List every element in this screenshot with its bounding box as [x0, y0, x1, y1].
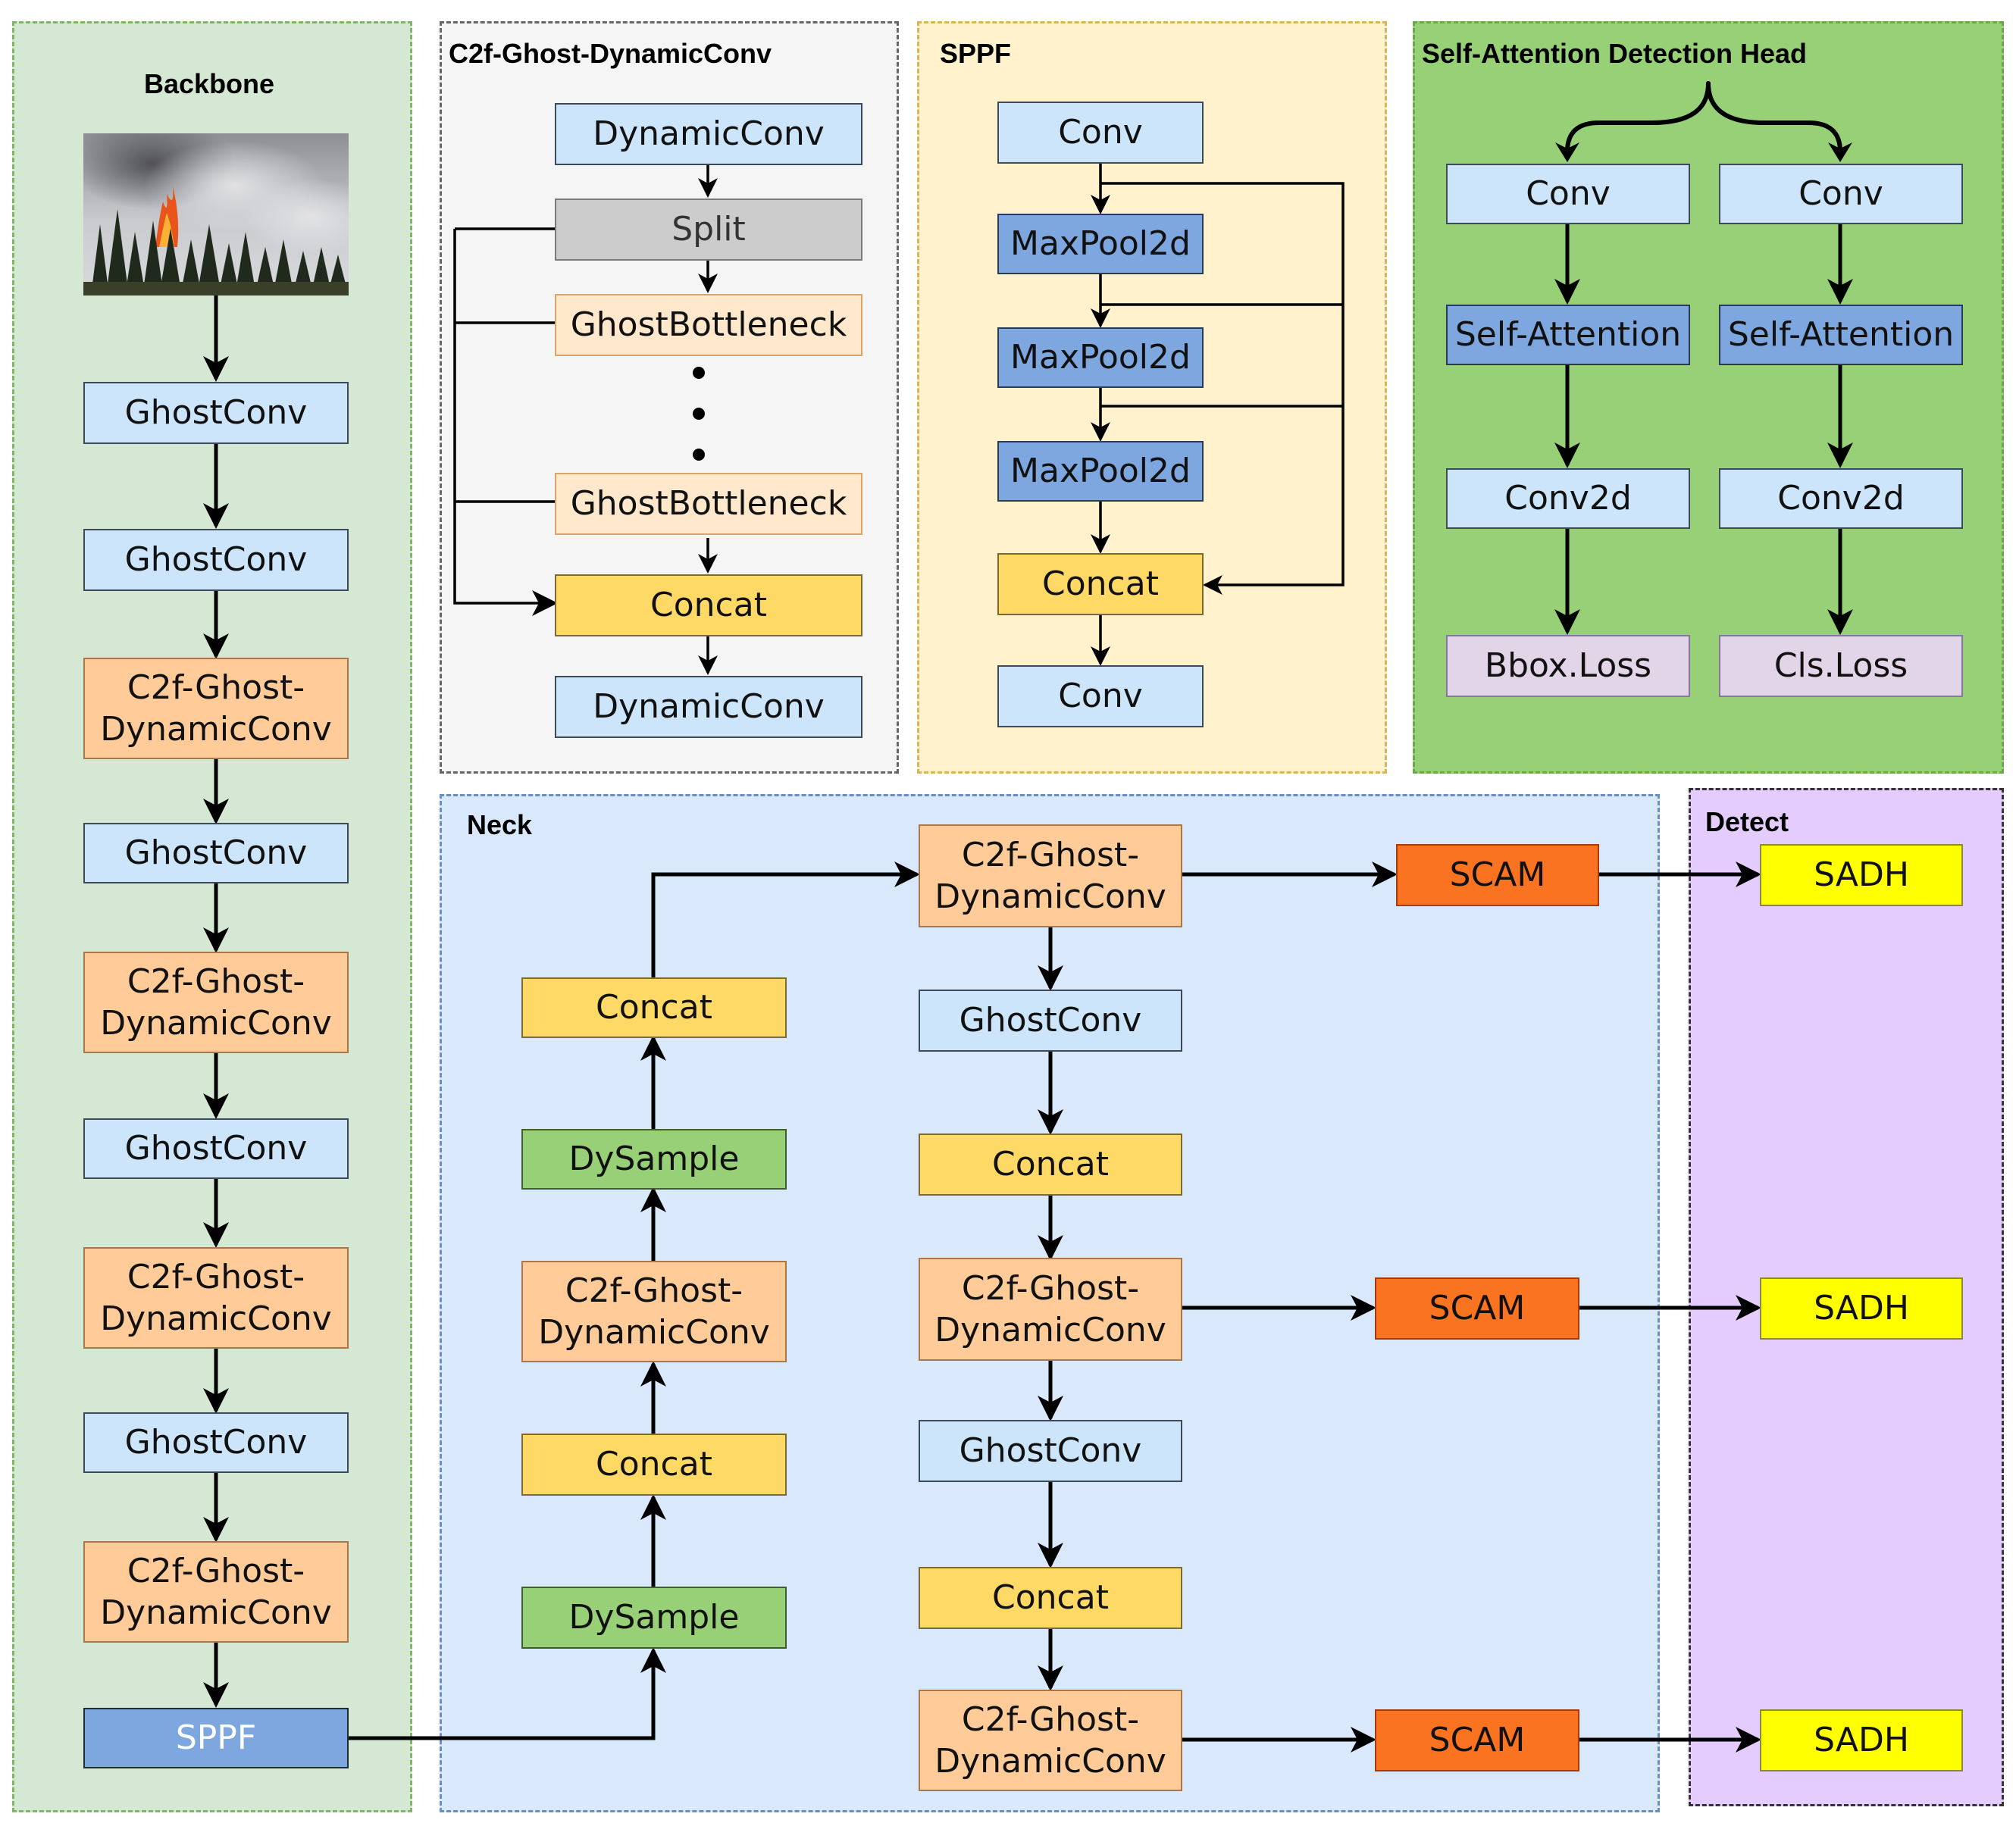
- backbone-sppf: SPPF: [83, 1708, 349, 1768]
- neck-concat-high: Concat: [521, 977, 787, 1038]
- neck-scam-3: SCAM: [1375, 1709, 1579, 1771]
- ellipsis-dot: [693, 449, 705, 461]
- neck-ghostconv-1: GhostConv: [919, 990, 1182, 1052]
- backbone-c2f-1: C2f-Ghost- DynamicConv: [83, 658, 349, 759]
- backbone-ghostconv-1: GhostConv: [83, 382, 349, 444]
- backbone-ghostconv-5: GhostConv: [83, 1412, 349, 1473]
- sppf-maxpool-3: MaxPool2d: [997, 441, 1204, 502]
- forest-fire-image: [83, 133, 349, 295]
- neck-concat-low: Concat: [521, 1434, 787, 1496]
- c2f-concat: Concat: [555, 574, 862, 636]
- neck-c2f-bottom: C2f-Ghost- DynamicConv: [919, 1690, 1182, 1791]
- neck-title: Neck: [467, 809, 533, 840]
- neck-c2f-top: C2f-Ghost- DynamicConv: [919, 824, 1182, 927]
- head-bbox-loss: Bbox.Loss: [1446, 635, 1690, 697]
- head-self-attention-left: Self-Attention: [1446, 305, 1690, 365]
- neck-scam-2: SCAM: [1375, 1277, 1579, 1340]
- head-cls-loss: Cls.Loss: [1719, 635, 1963, 697]
- head-self-attention-right: Self-Attention: [1719, 305, 1963, 365]
- head-conv2d-left: Conv2d: [1446, 468, 1690, 529]
- c2f-title: C2f-Ghost-DynamicConv: [449, 38, 772, 69]
- detect-title: Detect: [1705, 806, 1789, 837]
- backbone-ghostconv-2: GhostConv: [83, 529, 349, 591]
- c2f-ghostbottleneck-1: GhostBottleneck: [555, 294, 862, 356]
- sppf-conv-top: Conv: [997, 102, 1204, 164]
- c2f-split: Split: [555, 199, 862, 261]
- c2f-ghostbottleneck-2: GhostBottleneck: [555, 473, 862, 535]
- backbone-c2f-4: C2f-Ghost- DynamicConv: [83, 1541, 349, 1643]
- detect-sadh-1: SADH: [1760, 844, 1963, 906]
- detect-sadh-3: SADH: [1760, 1709, 1963, 1771]
- sppf-concat: Concat: [997, 553, 1204, 615]
- backbone-panel: [12, 21, 412, 1812]
- sppf-maxpool-1: MaxPool2d: [997, 214, 1204, 274]
- neck-c2f-mid: C2f-Ghost- DynamicConv: [919, 1258, 1182, 1361]
- ellipsis-dot: [693, 408, 705, 420]
- c2f-dynamicconv-bottom: DynamicConv: [555, 676, 862, 738]
- backbone-ghostconv-4: GhostConv: [83, 1118, 349, 1179]
- head-title: Self-Attention Detection Head: [1422, 38, 1808, 69]
- backbone-title: Backbone: [144, 68, 275, 99]
- backbone-c2f-2: C2f-Ghost- DynamicConv: [83, 952, 349, 1053]
- neck-c2f-left: C2f-Ghost- DynamicConv: [521, 1261, 787, 1362]
- detect-sadh-2: SADH: [1760, 1277, 1963, 1340]
- neck-concat-3: Concat: [919, 1567, 1182, 1629]
- neck-ghostconv-2: GhostConv: [919, 1420, 1182, 1482]
- backbone-ghostconv-3: GhostConv: [83, 823, 349, 883]
- c2f-dynamicconv-top: DynamicConv: [555, 103, 862, 165]
- sppf-maxpool-2: MaxPool2d: [997, 327, 1204, 388]
- neck-scam-1: SCAM: [1396, 844, 1599, 906]
- neck-dysample-top: DySample: [521, 1129, 787, 1190]
- ellipsis-dot: [693, 367, 705, 379]
- sppf-title: SPPF: [940, 38, 1012, 69]
- neck-concat-2: Concat: [919, 1134, 1182, 1196]
- neck-dysample-bottom: DySample: [521, 1587, 787, 1649]
- head-conv-left: Conv: [1446, 164, 1690, 224]
- head-conv-right: Conv: [1719, 164, 1963, 224]
- head-conv2d-right: Conv2d: [1719, 468, 1963, 529]
- sppf-conv-bottom: Conv: [997, 665, 1204, 727]
- backbone-c2f-3: C2f-Ghost- DynamicConv: [83, 1247, 349, 1349]
